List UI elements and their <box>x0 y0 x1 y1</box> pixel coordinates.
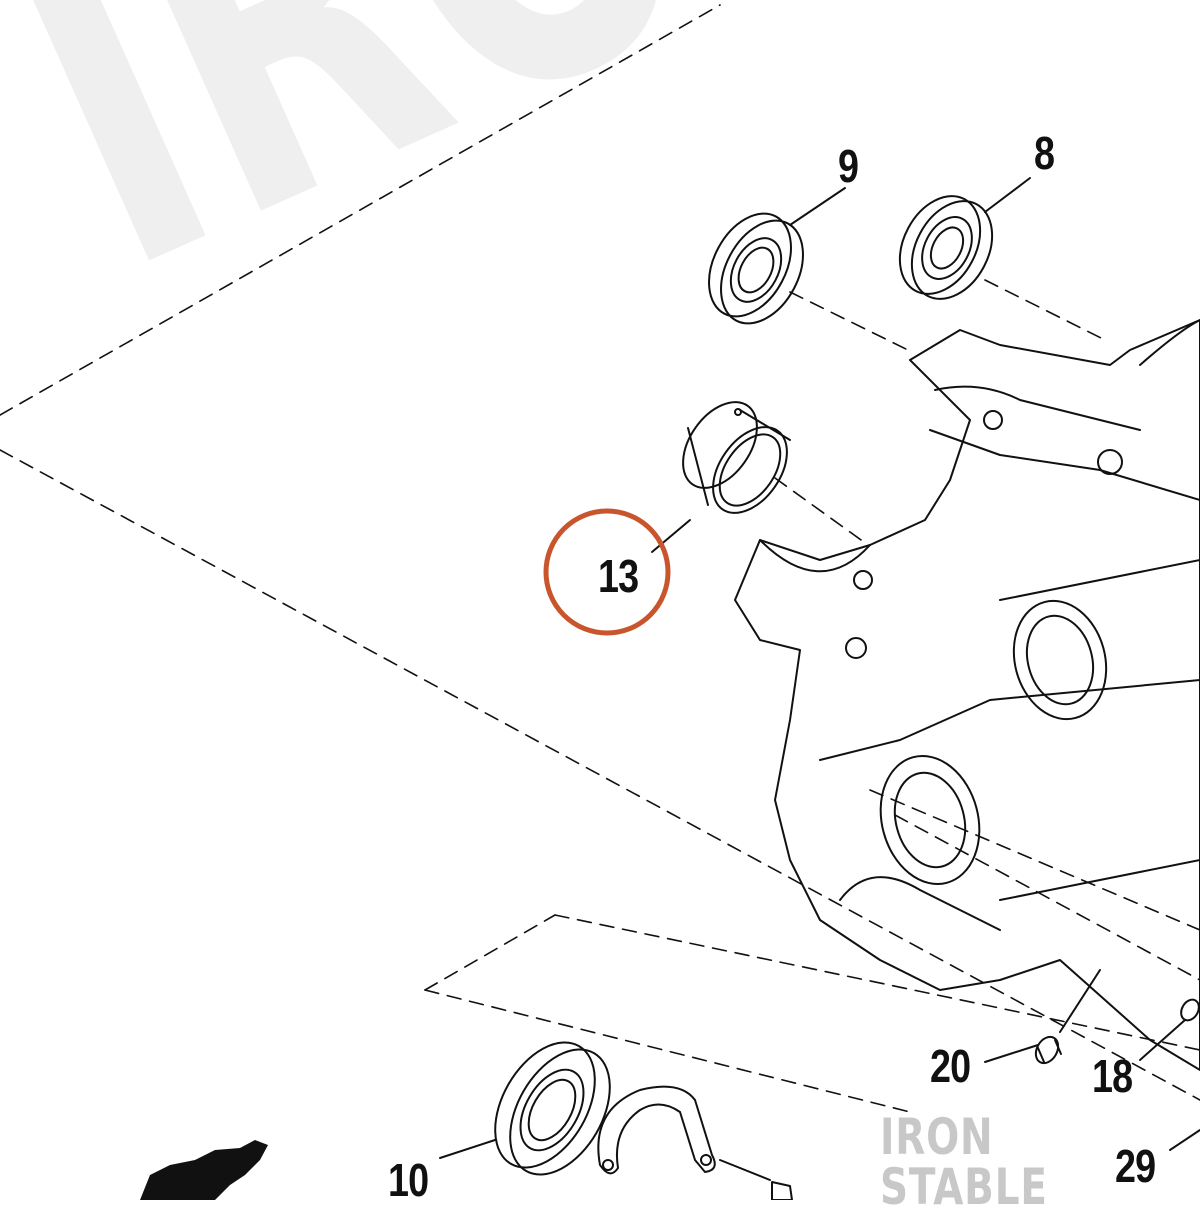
bearing-part-8 <box>898 177 1031 300</box>
logo-silhouette <box>140 1140 268 1200</box>
callout-highlight-ring <box>543 508 671 636</box>
bearing-part-9 <box>708 187 846 325</box>
callout-29: 29 <box>1115 1140 1156 1192</box>
callout-13: 13 <box>598 550 639 602</box>
dowel-part-20 <box>984 969 1101 1065</box>
dowel-part-18 <box>1139 998 1200 1061</box>
bushing-part-13 <box>651 401 791 553</box>
crankcase <box>734 319 1200 1071</box>
seal-part-10 <box>439 1041 611 1176</box>
retaining-clip <box>597 1085 793 1200</box>
callout-9: 9 <box>838 140 859 192</box>
callout-8: 8 <box>1034 127 1055 179</box>
brand-watermark: IRON STABLE <box>880 1108 1048 1216</box>
callout-10: 10 <box>388 1154 429 1206</box>
assembly-guide-lines <box>0 4 1200 1113</box>
callout-20: 20 <box>930 1040 971 1092</box>
callout-18: 18 <box>1092 1050 1133 1102</box>
